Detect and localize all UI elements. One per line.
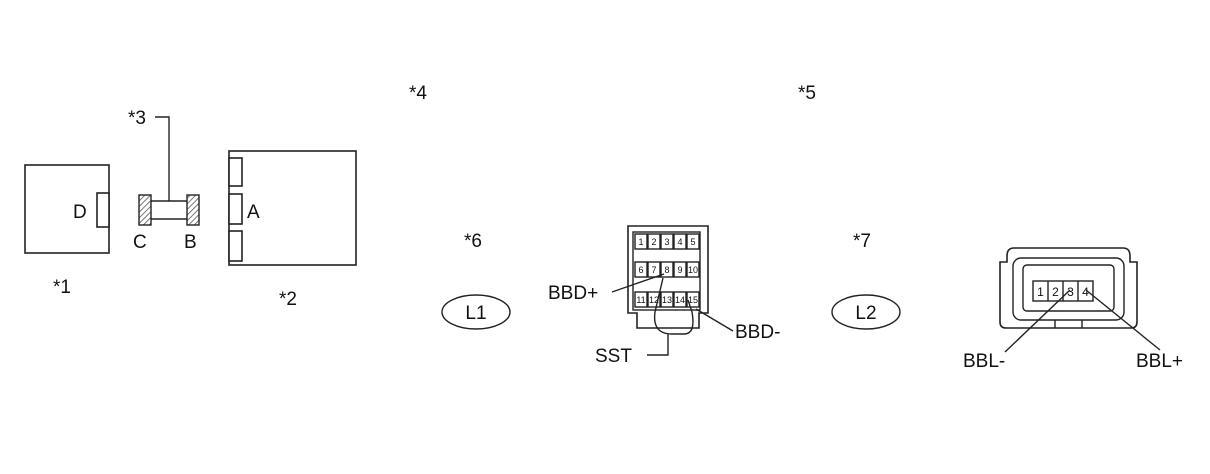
l1-pin-5: 5 xyxy=(690,237,695,247)
ref-5-label: *5 xyxy=(798,83,816,104)
l1-pin-10: 10 xyxy=(688,265,698,275)
oval-l2-label: L2 xyxy=(855,303,876,324)
l1-pin-15: 15 xyxy=(688,295,698,305)
connector-l2-face xyxy=(1022,264,1115,312)
connector-l1-pin-grid xyxy=(634,233,700,308)
l1-pin-3: 3 xyxy=(664,237,669,247)
bbl-minus-label: BBL- xyxy=(963,351,1005,372)
oval-l1-label: L1 xyxy=(465,303,486,324)
bbl-plus-label: BBL+ xyxy=(1136,351,1183,372)
ref-6-label: *6 xyxy=(464,231,482,252)
sst-leader xyxy=(647,334,669,356)
l1-pin-13: 13 xyxy=(662,295,672,305)
oval-l1 xyxy=(441,294,511,330)
bbd-plus-leader xyxy=(611,273,665,293)
sst-label: SST xyxy=(595,346,632,367)
l1-pin-8: 8 xyxy=(664,265,669,275)
l1-pin-12: 12 xyxy=(649,295,659,305)
connector-a-socket xyxy=(228,193,243,225)
bbd-minus-label: BBD- xyxy=(735,322,780,343)
ref-4-label: *4 xyxy=(409,83,427,104)
connector-l2-inner xyxy=(1012,257,1125,321)
bbl-minus-leader xyxy=(1004,289,1071,353)
l1-pin-7: 7 xyxy=(651,265,656,275)
l1-pin-4: 4 xyxy=(677,237,682,247)
ref-1-label: *1 xyxy=(53,277,71,298)
component-2 xyxy=(228,150,357,266)
connector-d-label: D xyxy=(73,202,87,223)
connector-c-label: C xyxy=(133,232,147,253)
plug-b xyxy=(186,194,200,226)
ref-7-label: *7 xyxy=(853,231,871,252)
ref-3-leader xyxy=(155,116,170,201)
component-1 xyxy=(24,164,110,254)
bbl-plus-leader xyxy=(1085,289,1161,351)
connector-l2-latch xyxy=(1054,320,1083,328)
connector-l1-face xyxy=(632,231,701,311)
bbd-minus-leader xyxy=(695,308,734,332)
l1-pin-2: 2 xyxy=(651,237,656,247)
component-2-body xyxy=(228,150,357,266)
component-1-body xyxy=(24,164,110,254)
ref-3-label: *3 xyxy=(128,108,146,129)
l1-pin-11: 11 xyxy=(636,295,645,305)
connector-l2: 1 2 3 4 xyxy=(999,247,1138,329)
connector-a-label: A xyxy=(247,202,260,223)
sst-jumper-loop xyxy=(653,277,694,335)
component-2-socket-bottom xyxy=(228,230,243,262)
l2-pin-4: 4 xyxy=(1082,285,1089,299)
bbd-plus-label: BBD+ xyxy=(548,283,598,304)
connector-l1: 1 2 3 4 5 6 7 8 9 10 11 12 13 14 15 xyxy=(627,225,709,335)
connector-l2-housing xyxy=(999,247,1138,329)
l1-pin-14: 14 xyxy=(675,295,685,305)
l1-pin-9: 9 xyxy=(677,265,682,275)
l2-pin-3: 3 xyxy=(1067,285,1074,299)
oval-l2 xyxy=(831,294,901,330)
component-3-jumper xyxy=(138,116,200,226)
l2-pin-2: 2 xyxy=(1052,285,1059,299)
ref-2-label: *2 xyxy=(279,289,297,310)
component-2-socket-top xyxy=(228,157,243,187)
connector-b-label: B xyxy=(184,232,197,253)
connector-d-socket xyxy=(96,192,110,228)
plug-c xyxy=(138,194,152,226)
l1-pin-1: 1 xyxy=(638,237,643,247)
l1-pin-6: 6 xyxy=(638,265,643,275)
l2-pin-1: 1 xyxy=(1037,285,1044,299)
